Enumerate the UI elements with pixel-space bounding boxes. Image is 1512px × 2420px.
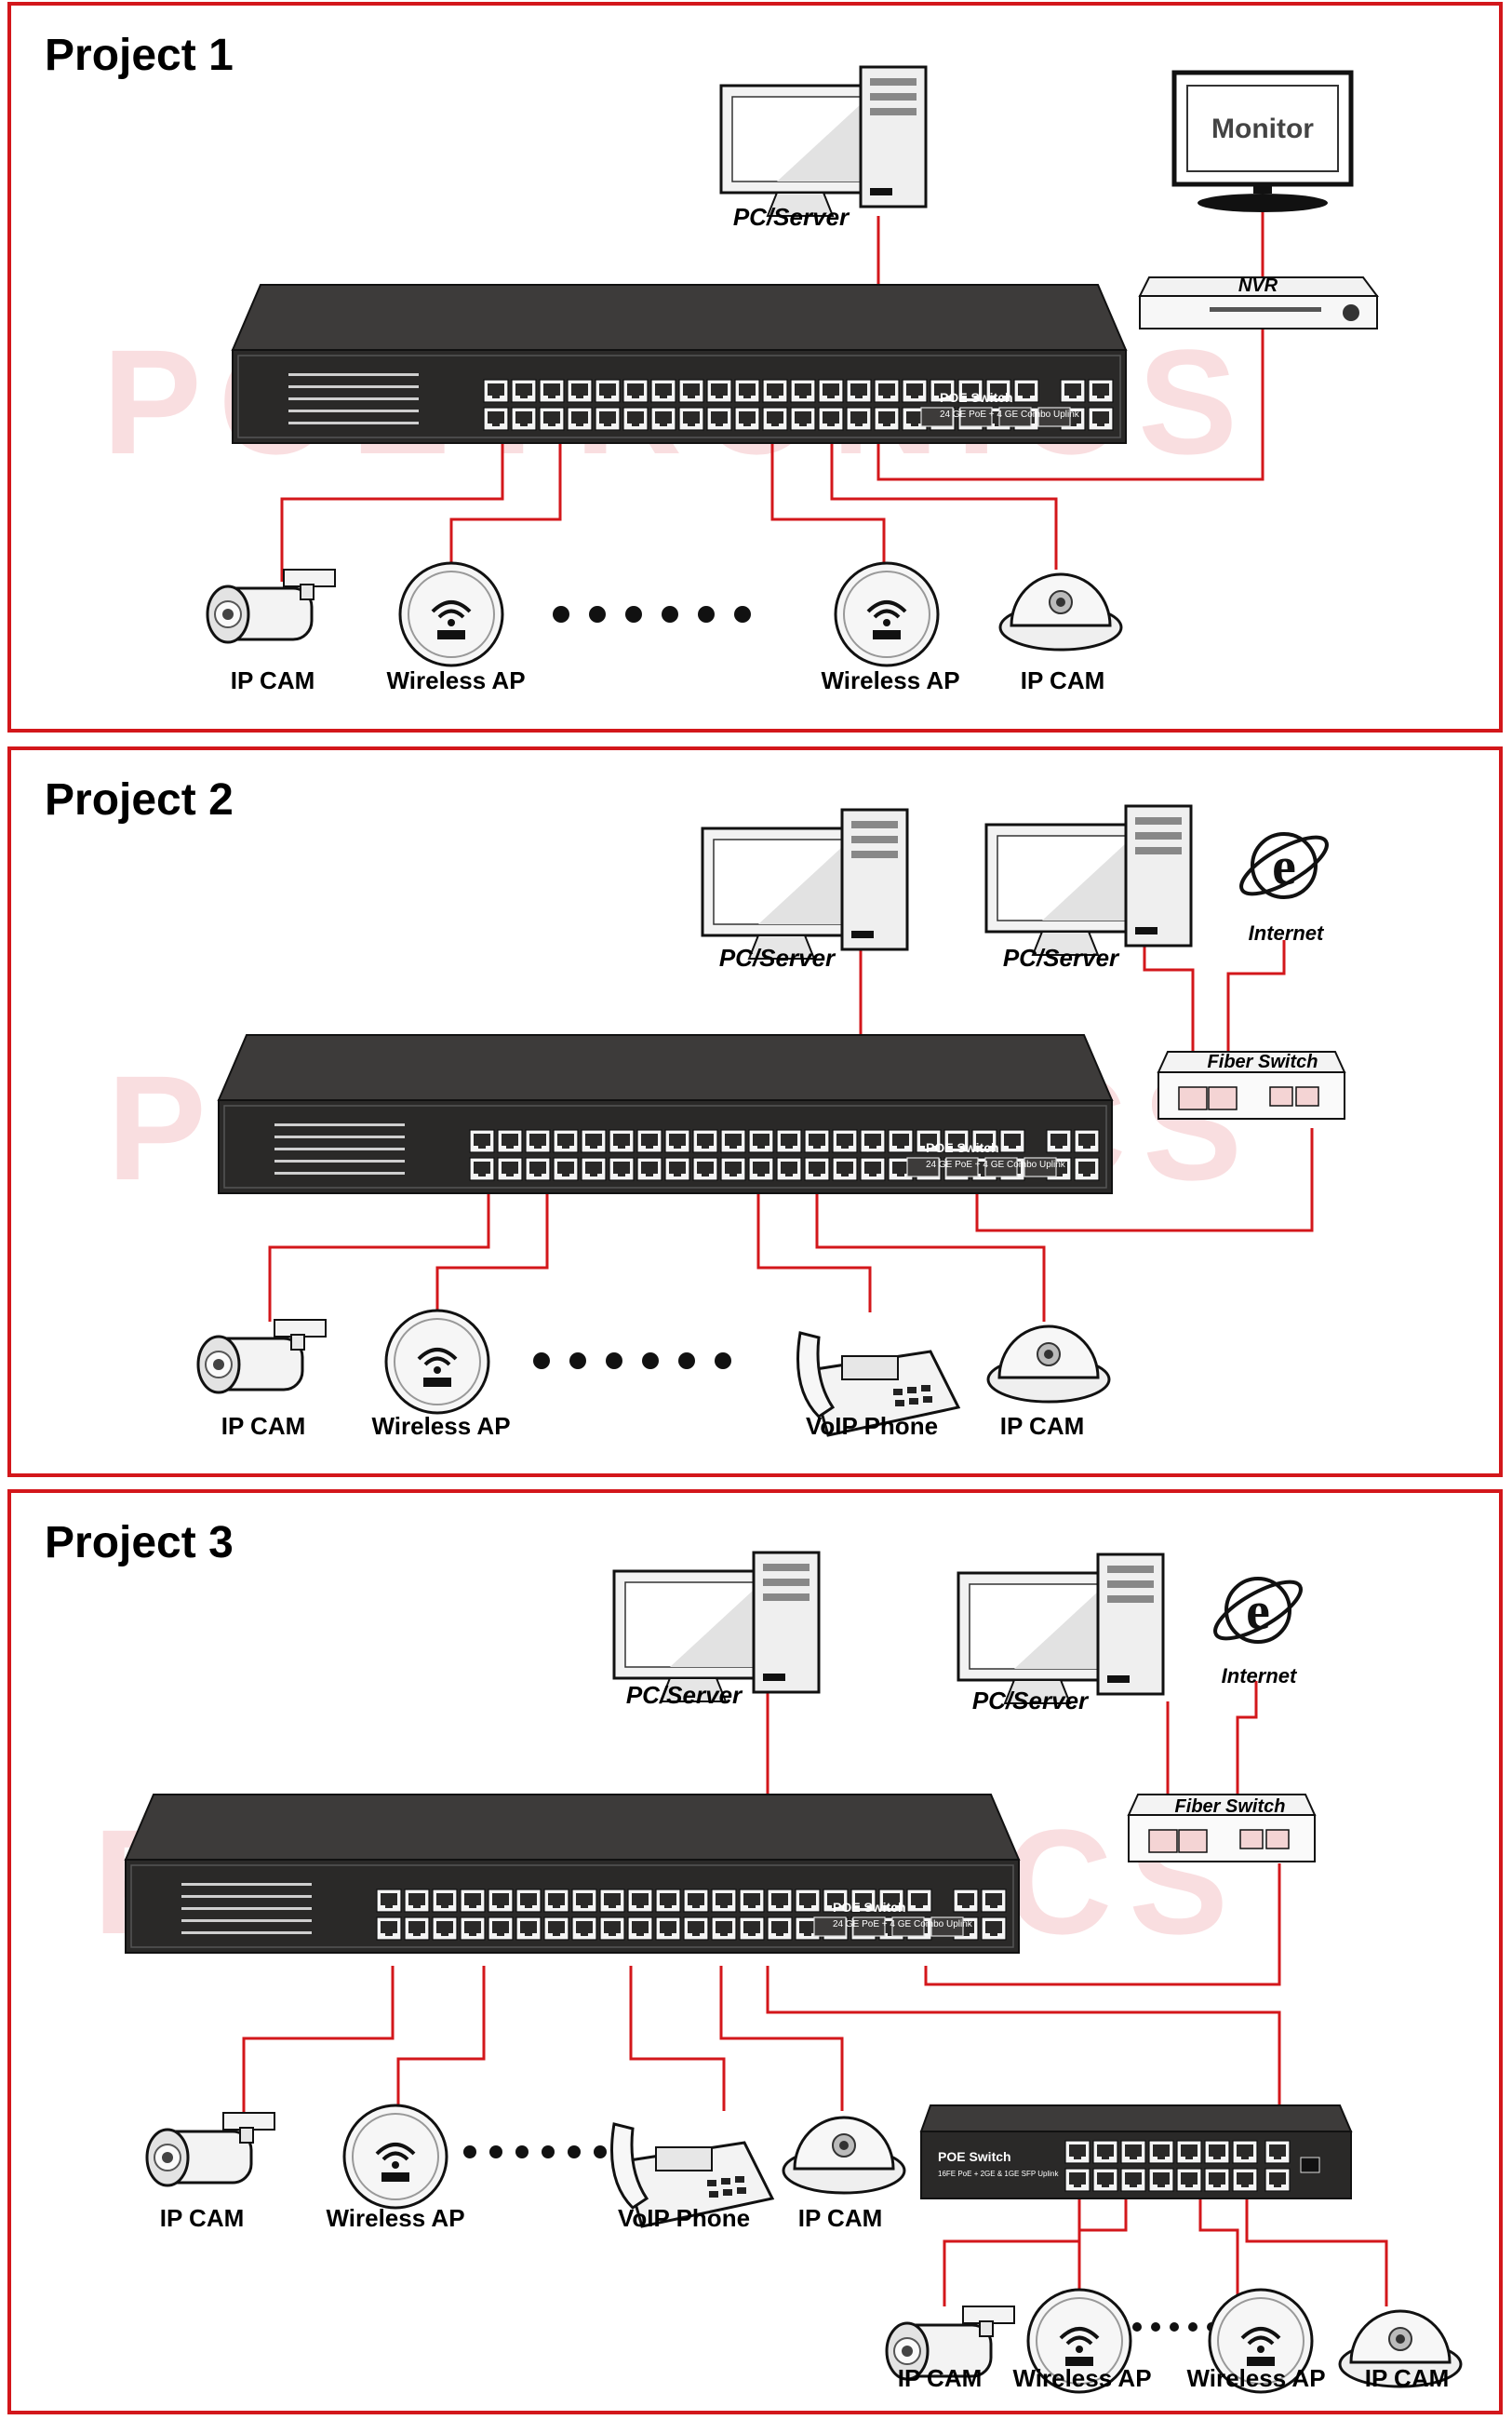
- label-pc-server: PC/Server: [732, 203, 850, 231]
- ip-cam-dome-icon: [986, 1324, 1111, 1404]
- label-internet: Internet: [1221, 1664, 1297, 1687]
- ellipsis-dots: [533, 1352, 731, 1369]
- pc-server-icon: [957, 1553, 1165, 1705]
- switch-2-name: POE Switch: [926, 1140, 999, 1155]
- pc-server-icon: [612, 1551, 821, 1703]
- poe-switch-small: [919, 2104, 1353, 2199]
- project-1-title: Project 1: [45, 31, 234, 80]
- ellipsis-dots: [553, 606, 751, 623]
- label-voip-phone: VoIP Phone: [805, 1412, 939, 1440]
- label-ip-cam: IP CAM: [230, 666, 315, 694]
- project-1-panel: [7, 2, 1503, 733]
- label-fiber-switch: Fiber Switch: [1207, 1052, 1318, 1072]
- label-monitor: Monitor: [1211, 114, 1314, 144]
- label-pc-server: PC/Server: [625, 1681, 743, 1709]
- ip-cam-dome-icon: [782, 2116, 906, 2195]
- wireless-ap-icon: [342, 2104, 448, 2210]
- label-wireless-ap: Wireless AP: [1012, 2364, 1152, 2392]
- small-switch-spec: 16FE PoE + 2GE & 1GE SFP Uplink: [938, 2170, 1059, 2178]
- switch-3-name: POE Switch: [833, 1900, 906, 1915]
- ip-cam-dome-icon: [998, 572, 1123, 652]
- switch-2-spec: 24 GE PoE + 4 GE Combo Uplink: [926, 1160, 1066, 1170]
- label-ip-cam: IP CAM: [999, 1412, 1085, 1440]
- project-2-panel: [7, 746, 1503, 1477]
- switch-3-spec: 24 GE PoE + 4 GE Combo Uplink: [833, 1919, 973, 1929]
- switch-1-name: POE Switch: [940, 390, 1013, 405]
- label-wireless-ap: Wireless AP: [326, 2204, 465, 2232]
- label-pc-server: PC/Server: [718, 944, 836, 972]
- label-voip-phone: VoIP Phone: [617, 2204, 751, 2232]
- ellipsis-dots: [1132, 2322, 1216, 2332]
- label-pc-server: PC/Server: [971, 1687, 1089, 1714]
- label-ip-cam: IP CAM: [159, 2204, 245, 2232]
- label-internet: Internet: [1248, 921, 1324, 945]
- label-wireless-ap: Wireless AP: [1186, 2364, 1326, 2392]
- wireless-ap-icon: [834, 561, 940, 667]
- label-fiber-switch: Fiber Switch: [1174, 1796, 1286, 1817]
- label-wireless-ap: Wireless AP: [371, 1412, 511, 1440]
- internet-globe-icon: [1231, 825, 1337, 907]
- label-ip-cam: IP CAM: [1364, 2364, 1450, 2392]
- label-ip-cam: IP CAM: [797, 2204, 883, 2232]
- wireless-ap-icon: [384, 1309, 490, 1415]
- wireless-ap-icon: [398, 561, 504, 667]
- project-3-title: Project 3: [45, 1518, 234, 1567]
- label-pc-server: PC/Server: [1002, 944, 1119, 972]
- ip-cam-bullet-icon: [145, 2111, 276, 2187]
- label-ip-cam: IP CAM: [897, 2364, 983, 2392]
- ip-cam-bullet-icon: [206, 568, 337, 644]
- label-wireless-ap: Wireless AP: [821, 666, 960, 694]
- pc-server-icon: [719, 65, 928, 218]
- label-nvr: NVR: [1238, 276, 1278, 296]
- switch-1-spec: 24 GE PoE + 4 GE Combo Uplink: [940, 410, 1080, 420]
- pc-server-icon: [984, 804, 1193, 957]
- internet-globe-icon: [1205, 1569, 1311, 1651]
- project-2-title: Project 2: [45, 775, 234, 825]
- nvr-icon: [1138, 276, 1379, 329]
- project-3-panel: [7, 1489, 1503, 2414]
- ip-cam-bullet-icon: [196, 1318, 328, 1394]
- pc-server-icon: [701, 808, 909, 961]
- label-wireless-ap: Wireless AP: [386, 666, 526, 694]
- label-ip-cam: IP CAM: [221, 1412, 306, 1440]
- ellipsis-dots: [463, 2145, 607, 2158]
- small-switch-name: POE Switch: [938, 2149, 1011, 2164]
- label-ip-cam: IP CAM: [1020, 666, 1105, 694]
